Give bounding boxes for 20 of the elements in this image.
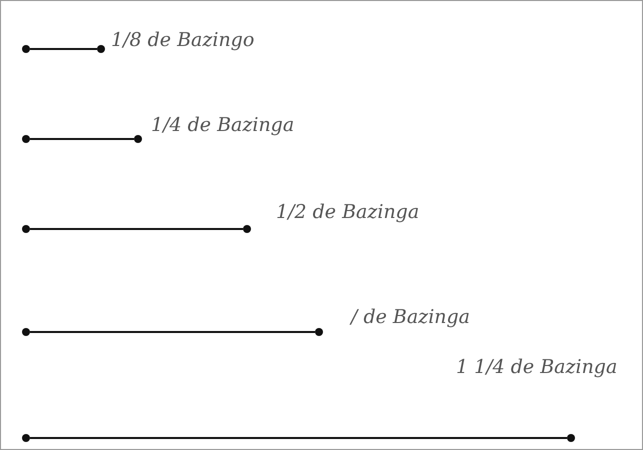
endpoint-dot <box>22 135 30 143</box>
endpoint-dot <box>134 135 142 143</box>
line-segment <box>30 437 567 439</box>
endpoint-dot <box>315 328 323 336</box>
endpoint-dot <box>22 434 30 442</box>
endpoint-dot <box>97 45 105 53</box>
line-segment <box>30 228 243 230</box>
length-label: 1/4 de Bazinga <box>151 114 294 136</box>
line-segment <box>30 48 97 50</box>
endpoint-dot <box>22 328 30 336</box>
length-label: 1 1/4 de Bazinga <box>456 356 618 378</box>
length-label: 1/8 de Bazingo <box>111 29 254 51</box>
endpoint-dot <box>22 225 30 233</box>
line-segment <box>30 138 134 140</box>
endpoint-dot <box>243 225 251 233</box>
endpoint-dot <box>22 45 30 53</box>
line-segment <box>30 331 315 333</box>
endpoint-dot <box>567 434 575 442</box>
length-label: 1/2 de Bazinga <box>276 201 420 223</box>
length-label: / de Bazinga <box>351 306 470 328</box>
